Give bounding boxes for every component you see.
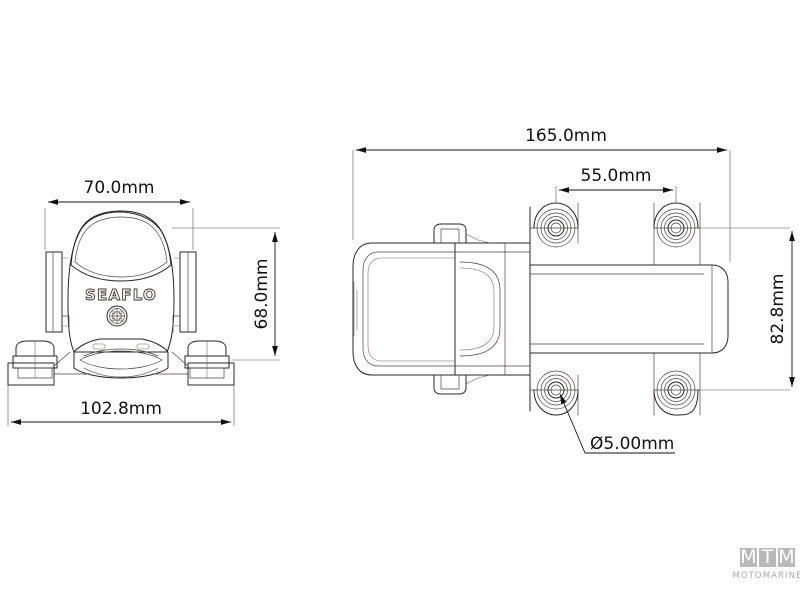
mount-hole-top-right: [653, 186, 790, 248]
electrical-connector-icon: [106, 305, 128, 327]
watermark-box-3: [778, 548, 795, 567]
pump-body-outline: [67, 210, 175, 353]
dimension-top-hole-spacing: 55.0mm: [559, 166, 673, 193]
right-side-rail: [172, 251, 197, 333]
dimension-label-68mm: 68.0mm: [252, 259, 272, 330]
dimension-hole-diameter: Ø5.00mm: [559, 393, 675, 454]
dimension-label-82-8mm: 82.8mm: [768, 274, 788, 345]
brand-label: SEAFLO: [85, 286, 157, 304]
dimension-top-width: 82.8mm: [768, 231, 795, 387]
dimension-label-70mm: 70.0mm: [84, 178, 155, 198]
mounting-bracket-plates: [529, 202, 701, 416]
left-side-rail: [45, 251, 70, 333]
cable-gland-bottom: [433, 374, 491, 395]
watermark-box-2: [759, 548, 776, 567]
mount-foot-left: [12, 340, 58, 379]
watermark-letter-1: M: [740, 546, 756, 568]
watermark-wordmark: MOTOMARINE: [732, 571, 800, 581]
dimension-label-diameter-5mm: Ø5.00mm: [590, 434, 674, 454]
dimension-front-height: 68.0mm: [172, 227, 280, 361]
dimension-top-length: 165.0mm: [352, 126, 731, 262]
mount-hole-bottom-left: [533, 370, 579, 416]
dimension-front-width-top: 70.0mm: [44, 178, 194, 250]
motor-housing-outline: [352, 242, 456, 376]
front-elevation-view: SEAFLO: [7, 178, 280, 426]
dimension-label-102-8mm: 102.8mm: [80, 399, 162, 419]
dimension-front-width-base: 102.8mm: [7, 385, 235, 426]
watermark-box-1: [740, 548, 757, 567]
mount-hole-bottom-right: [653, 370, 790, 416]
watermark-motomarine: M T M MOTOMARINE: [732, 546, 800, 581]
pump-head-body: [529, 264, 729, 354]
mount-hole-top-left: [533, 186, 579, 248]
dimension-label-165mm: 165.0mm: [525, 126, 607, 146]
pump-chamber-contour: [459, 261, 501, 357]
watermark-letter-3: M: [778, 546, 794, 568]
mount-foot-right: [184, 340, 230, 379]
cable-gland-top: [433, 223, 491, 244]
base-center-detail: [79, 350, 163, 370]
top-plan-view: 165.0mm 55.0mm 82.8mm Ø5.00mm: [352, 126, 795, 454]
dimension-label-55mm: 55.0mm: [581, 166, 652, 186]
watermark-letter-2: T: [761, 546, 774, 568]
pump-head-skirt: [73, 338, 169, 379]
